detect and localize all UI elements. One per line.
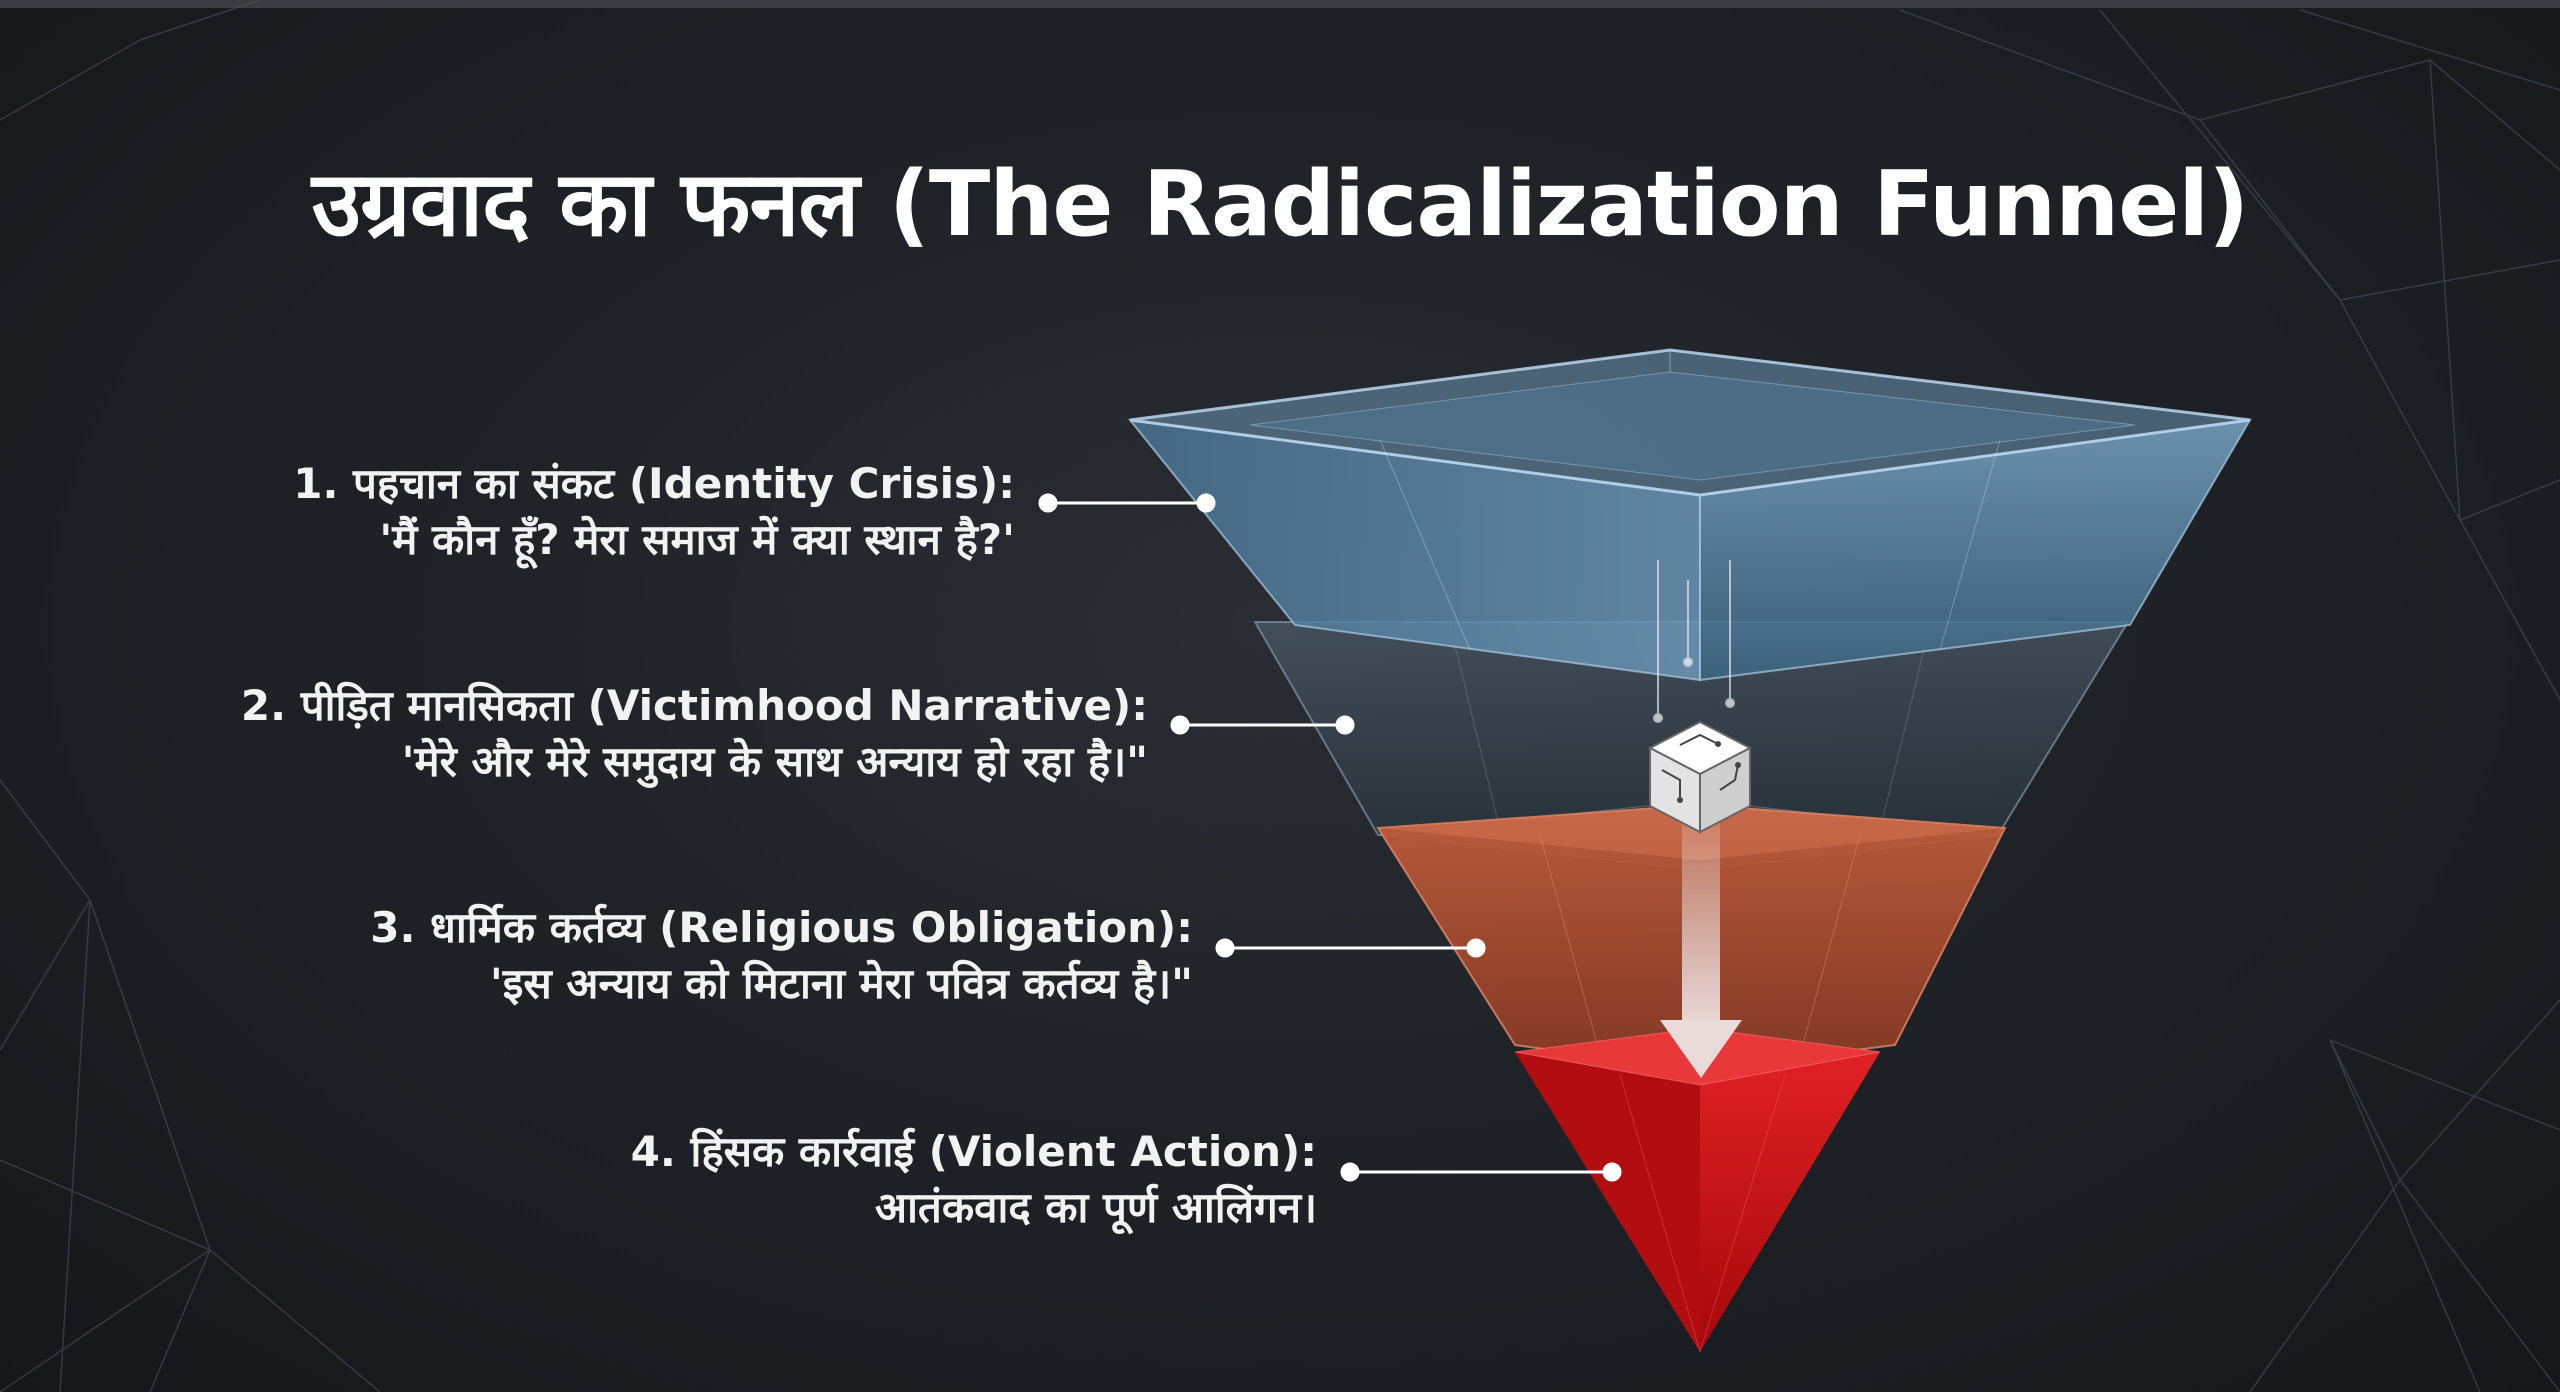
data-stream-lines [1653, 560, 1735, 723]
down-arrow-icon [1660, 820, 1742, 1078]
stage-2-quote: 'मेरे और मेरे समुदाय के साथ अन्याय हो रह… [401, 737, 1148, 786]
stage-label-3: 3. धार्मिक कर्तव्य (Religious Obligation… [370, 900, 1193, 1012]
connector-2 [1170, 715, 1355, 735]
connector-3 [1215, 938, 1486, 958]
stage-label-4: 4. हिंसक कार्रवाई (Violent Action): आतंक… [631, 1124, 1317, 1236]
page-title: उग्रवाद का फनल (The Radicalization Funne… [311, 152, 2250, 257]
stage-3-heading: 3. धार्मिक कर्तव्य (Religious Obligation… [370, 903, 1193, 952]
funnel-layer-4-violent-action [1514, 1027, 1881, 1353]
funnel-layer-1-identity-crisis [1127, 348, 2252, 682]
stage-3-quote: 'इस अन्याय को मिटाना मेरा पवित्र कर्तव्य… [489, 959, 1193, 1008]
stage-1-quote: 'मैं कौन हूँ? मेरा समाज में क्या स्थान ह… [379, 515, 1015, 564]
stage-4-heading: 4. हिंसक कार्रवाई (Violent Action): [630, 1127, 1317, 1176]
window-top-bar [0, 0, 2560, 8]
stage-4-quote: आतंकवाद का पूर्ण आलिंगन। [874, 1183, 1317, 1232]
stage-label-1: 1. पहचान का संकट (Identity Crisis): 'मैं… [293, 456, 1015, 568]
stage-2-heading: 2. पीड़ित मानसिकता (Victimhood Narrative… [240, 681, 1148, 730]
circuit-cube-icon [1647, 720, 1753, 834]
connector-4 [1340, 1162, 1622, 1182]
connector-1 [1038, 493, 1216, 513]
stage-1-heading: 1. पहचान का संकट (Identity Crisis): [293, 459, 1015, 508]
stage-label-2: 2. पीड़ित मानसिकता (Victimhood Narrative… [241, 678, 1148, 790]
